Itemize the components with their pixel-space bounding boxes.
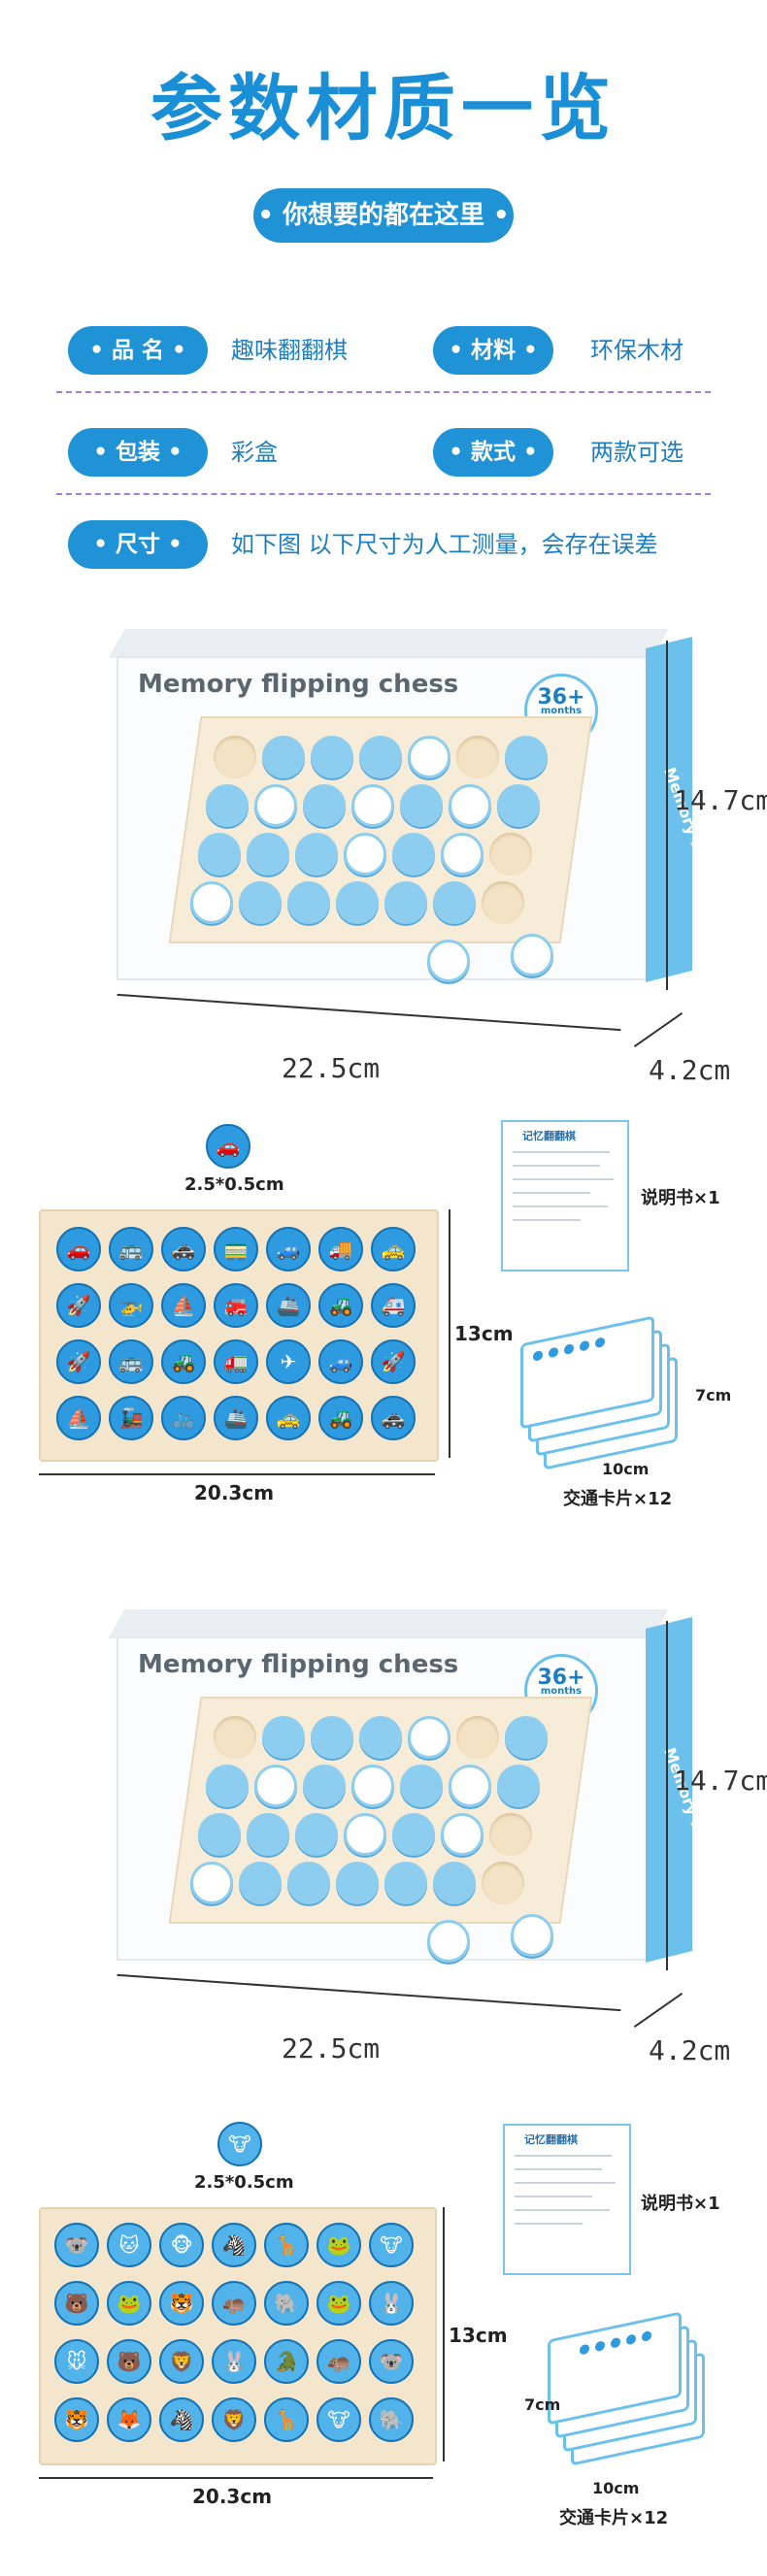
spec-value-size: 如下图 以下尺寸为人工测量，会存在误差	[231, 531, 658, 558]
piece-size-label: 2.5*0.5cm	[194, 2172, 294, 2193]
spec-tag-package: • 包装 •	[68, 428, 208, 477]
product-box-2: Memory flipping chess 36+ months Memory …	[97, 1609, 746, 1978]
board-width-line	[39, 1473, 435, 1475]
dim-line-width	[117, 993, 621, 1032]
box-width-label: 22.5cm	[282, 1052, 381, 1084]
piece-sample: 🐮	[217, 2122, 262, 2166]
cards-label: 交通卡片×12	[563, 1489, 673, 1509]
box-width-label: 22.5cm	[282, 2032, 381, 2064]
box-title: Memory flipping chess	[138, 670, 459, 699]
cards-label: 交通卡片×12	[559, 2508, 669, 2528]
board-height-label: 13cm	[454, 1322, 514, 1345]
spec-tag-material: • 材料 •	[433, 326, 553, 375]
dim-line-depth	[633, 1011, 684, 1048]
manual-card: 记忆翻翻棋	[503, 2124, 631, 2275]
spec-value-package: 彩盒	[231, 439, 278, 466]
spec-value-material: 环保木材	[590, 337, 684, 364]
box-height-label: 14.7cm	[674, 784, 767, 816]
card-height-label: 7cm	[695, 1386, 732, 1404]
dim-line-depth	[633, 1992, 684, 2029]
card-height-label: 7cm	[524, 2395, 561, 2414]
page-title: 参数材质一览	[150, 67, 617, 150]
card-width-label: 10cm	[602, 1460, 650, 1478]
dim-line-width	[117, 1973, 621, 2012]
board-width-label: 20.3cm	[194, 1481, 275, 1504]
box-height-label: 14.7cm	[674, 1765, 767, 1797]
card-width-label: 10cm	[592, 2479, 640, 2497]
piece-size-label: 2.5*0.5cm	[184, 1174, 284, 1195]
board-width-label: 20.3cm	[192, 2485, 273, 2508]
manual-label: 说明书×1	[641, 1188, 720, 1208]
box-depth-label: 4.2cm	[649, 1054, 731, 1086]
board-height-line	[449, 1209, 450, 1458]
dim-line-height	[666, 641, 668, 990]
spec-value-style: 两款可选	[590, 439, 684, 466]
product-box-1: Memory flipping chess 36+ months Memory …	[97, 629, 746, 998]
divider	[56, 493, 711, 495]
manual-card: 记忆翻翻棋	[501, 1120, 629, 1271]
piece-sample: 🚗	[206, 1124, 250, 1169]
spec-tag-name: • 品 名 •	[68, 326, 208, 375]
board-height-line	[443, 2207, 445, 2461]
dim-line-height	[666, 1621, 668, 1970]
spec-value-name: 趣味翻翻棋	[231, 337, 348, 364]
divider	[56, 391, 711, 393]
box-depth-label: 4.2cm	[649, 2034, 731, 2066]
manual-label: 说明书×1	[641, 2194, 720, 2214]
subtitle-pill: • 你想要的都在这里 •	[253, 188, 514, 243]
board-height-label: 13cm	[449, 2324, 508, 2347]
box-title: Memory flipping chess	[138, 1650, 459, 1679]
spec-tag-style: • 款式 •	[433, 428, 553, 477]
board-width-line	[39, 2477, 433, 2479]
spec-tag-size: • 尺寸 •	[68, 520, 208, 569]
